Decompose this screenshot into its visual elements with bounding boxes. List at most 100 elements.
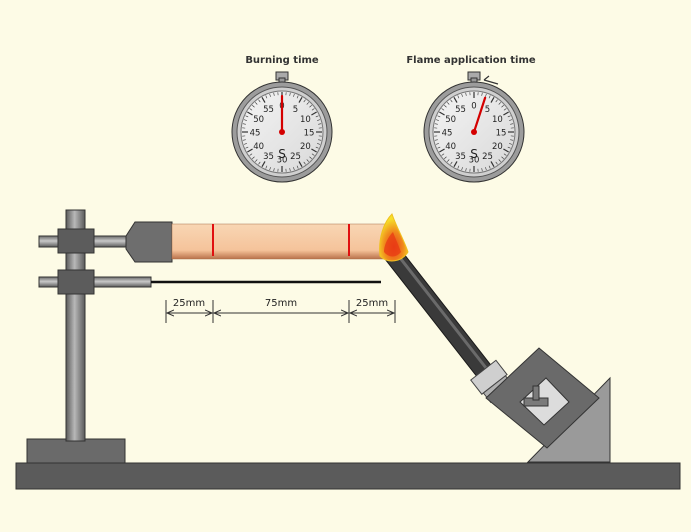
stopwatch-flame-title: Flame application time: [406, 55, 536, 66]
stopwatch-flame-reset-arrow: [483, 75, 499, 85]
dial-tick: [317, 143, 321, 145]
dial-tick: [309, 105, 312, 108]
dial-tick: [261, 97, 266, 103]
dial-tick: [255, 159, 258, 162]
dial-tick: [495, 99, 498, 103]
dial-tick: [252, 105, 255, 108]
dial-tick: [434, 123, 438, 125]
dial-tick: [296, 165, 299, 169]
dial-tick: [311, 108, 315, 111]
dial-tick: [461, 167, 463, 171]
dial-tick: [247, 148, 253, 153]
dial-tick: [242, 139, 246, 141]
dial-number: 10: [300, 115, 311, 125]
dimension-annotations: [165, 300, 396, 323]
dial-tick: [245, 146, 249, 149]
dial-number: 35: [455, 152, 466, 162]
upper-clamp: [57, 228, 95, 254]
dial-number: 20: [300, 142, 311, 152]
dial-number: 10: [492, 115, 503, 125]
dial-number: 55: [263, 105, 274, 115]
dim-label-left: 25mm: [173, 298, 205, 309]
dial-tick: [485, 93, 487, 97]
dial-tick: [481, 92, 483, 96]
dim-label-right: 25mm: [356, 298, 388, 309]
dial-tick: [498, 159, 501, 162]
dial-tick: [273, 168, 275, 172]
dial-number: 15: [496, 129, 507, 139]
dial-tick: [249, 108, 253, 111]
dial-tick: [315, 146, 319, 149]
dial-tick: [317, 119, 321, 121]
dial-number: 5: [485, 105, 490, 115]
dial-tick: [509, 119, 513, 121]
stopwatch-burning-ticks: [242, 92, 322, 172]
flame-core: [384, 232, 401, 257]
dial-tick: [243, 143, 247, 145]
dial-tick: [311, 153, 315, 156]
dial-tick: [439, 111, 445, 116]
dial-tick: [465, 168, 467, 172]
stopwatch-flame-unit: S: [470, 147, 478, 161]
dial-tick: [507, 115, 511, 118]
dial-tick: [258, 99, 261, 103]
lower-rod: [38, 276, 152, 288]
dial-tick: [261, 161, 266, 167]
dial-tick: [435, 119, 439, 121]
dial-number: 50: [253, 115, 264, 125]
dial-tick: [265, 165, 268, 169]
dial-tick: [485, 167, 487, 171]
lower-clamp: [57, 269, 95, 295]
dial-tick: [503, 111, 509, 116]
dial-number: 55: [455, 105, 466, 115]
specimen-clamp: [125, 221, 173, 263]
dial-tick: [447, 159, 450, 162]
dial-number: 15: [304, 129, 315, 139]
dial-number: 30: [469, 156, 480, 166]
dial-tick: [309, 156, 312, 159]
dial-tick: [450, 99, 453, 103]
dial-tick: [509, 143, 513, 145]
dial-tick: [298, 161, 303, 167]
dial-tick: [450, 161, 453, 165]
dial-tick: [296, 95, 299, 99]
dial-tick: [453, 161, 458, 167]
dial-tick: [510, 123, 514, 125]
dial-tick: [457, 165, 460, 169]
dial-tick: [488, 95, 491, 99]
specimen-bar: [171, 223, 391, 260]
dial-tick: [434, 139, 438, 141]
stopwatch-burning-title: Burning time: [245, 55, 319, 66]
bunsen-burner: [379, 213, 611, 463]
dial-tick: [258, 161, 261, 165]
dial-tick: [306, 159, 309, 162]
stopwatch-flame-hub: [471, 129, 477, 135]
dial-tick: [311, 148, 317, 153]
dial-tick: [243, 119, 247, 121]
dial-tick: [490, 97, 495, 103]
dial-number: 25: [290, 152, 301, 162]
dial-number: 35: [263, 152, 274, 162]
dial-tick: [269, 93, 271, 97]
dial-tick: [318, 123, 322, 125]
dial-tick: [303, 161, 306, 165]
dial-tick: [298, 97, 303, 103]
dial-tick: [249, 153, 253, 156]
stand-foot: [26, 438, 126, 464]
dial-tick: [481, 168, 483, 172]
dim-label-middle: 75mm: [265, 298, 297, 309]
dial-tick: [507, 146, 511, 149]
dial-tick: [265, 95, 268, 99]
dial-tick: [447, 102, 450, 105]
dial-tick: [318, 139, 322, 141]
dial-tick: [245, 115, 249, 118]
dial-tick: [293, 167, 295, 171]
dial-tick: [444, 156, 447, 159]
dial-tick: [303, 99, 306, 103]
dial-tick: [444, 105, 447, 108]
dial-tick: [501, 105, 504, 108]
